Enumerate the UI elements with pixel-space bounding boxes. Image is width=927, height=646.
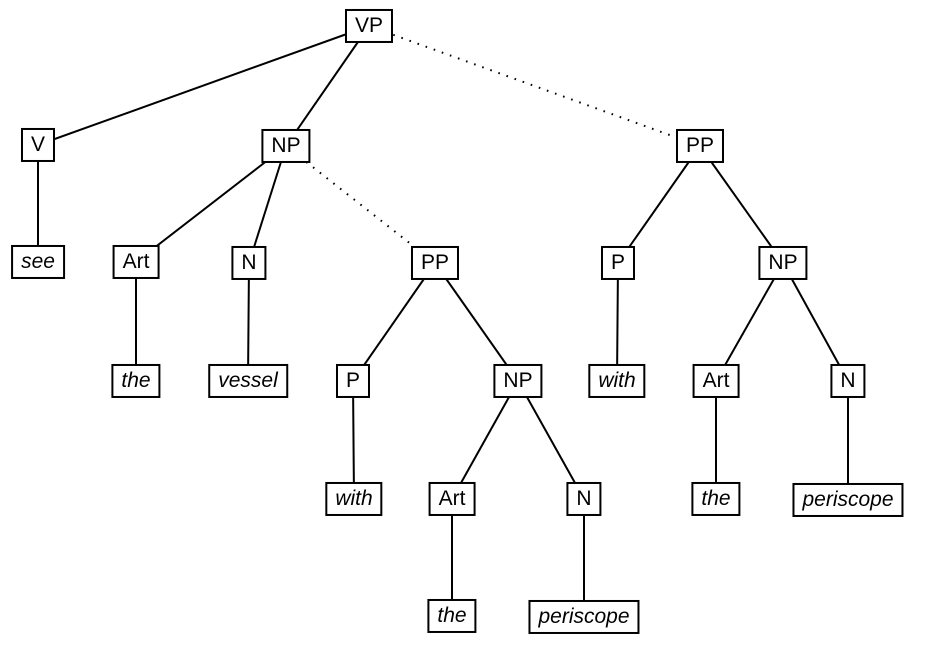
tree-node-the_vp: the <box>691 481 741 517</box>
tree-edge-pp_np-np_pp_np <box>434 262 519 382</box>
tree-node-see: see <box>11 244 65 280</box>
tree-node-pp_np: PP <box>410 245 460 281</box>
tree-edge-np_obj-pp_np <box>285 145 436 264</box>
tree-edge-pp_vp-np_pp_vp <box>699 145 784 264</box>
tree-node-pp_vp: PP <box>675 128 725 164</box>
tree-node-art_obj: Art <box>112 244 160 280</box>
tree-node-n_np: N <box>566 481 602 517</box>
tree-edge-vp-pp_vp <box>368 25 701 147</box>
tree-node-with_np: with <box>325 481 383 517</box>
tree-node-np_pp_np: NP <box>493 363 543 399</box>
tree-edge-np_obj-n_obj <box>248 145 287 264</box>
tree-node-periscope_np: periscope <box>528 599 640 635</box>
tree-edge-pp_np-p_np <box>352 262 436 382</box>
tree-edge-pp_vp-p_vp <box>617 145 701 264</box>
tree-edge-np_obj-art_obj <box>135 145 287 263</box>
tree-edge-p_np-with_np <box>352 380 355 500</box>
tree-node-with_vp: with <box>588 363 646 399</box>
tree-node-np_pp_vp: NP <box>758 245 808 281</box>
tree-node-p_vp: P <box>600 245 636 281</box>
tree-node-the_np: the <box>427 598 477 634</box>
tree-edge-n_obj-vessel <box>247 262 250 382</box>
tree-node-art_vp: Art <box>692 363 740 399</box>
tree-edge-np_pp_vp-n_vp <box>782 262 849 382</box>
tree-node-periscope_vp: periscope <box>792 482 904 518</box>
tree-node-vp: VP <box>344 8 394 44</box>
tree-node-art_np: Art <box>428 481 476 517</box>
tree-node-the_obj: the <box>111 363 161 399</box>
tree-edge-np_pp_np-art_np <box>451 380 519 500</box>
tree-node-n_vp: N <box>830 363 866 399</box>
tree-edge-vp-np_obj <box>285 25 370 147</box>
tree-edge-np_pp_np-n_np <box>517 380 585 500</box>
tree-node-v: V <box>20 127 56 163</box>
tree-node-p_np: P <box>335 363 371 399</box>
tree-edge-vp-v <box>37 25 370 146</box>
tree-node-vessel: vessel <box>208 363 288 399</box>
tree-node-n_obj: N <box>231 245 267 281</box>
tree-edge-p_vp-with_vp <box>616 262 619 382</box>
tree-node-np_obj: NP <box>261 128 311 164</box>
tree-edge-np_pp_vp-art_vp <box>715 262 784 382</box>
